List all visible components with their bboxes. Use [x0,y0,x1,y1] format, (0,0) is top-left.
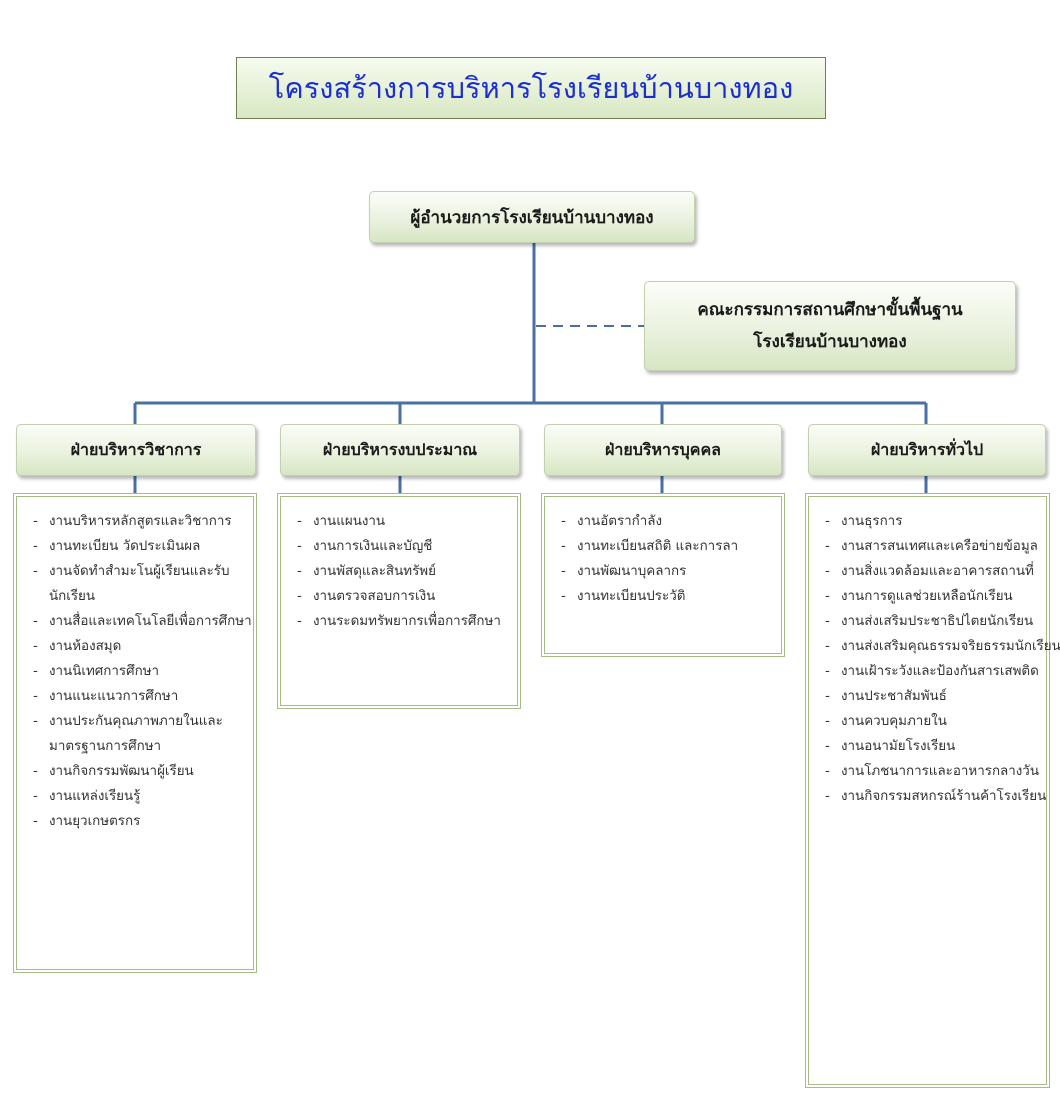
dept-general: ฝ่ายบริหารทั่วไป [808,424,1046,476]
task-item: งานห้องสมุด [33,634,253,659]
chart-title: โครงสร้างการบริหารโรงเรียนบ้านบางทอง [236,57,826,119]
task-item: งานโภชนาการและอาหารกลางวัน [825,759,1046,784]
task-item: งานสิ่งแวดล้อมและอาคารสถานที่ [825,559,1046,584]
task-item: งานประชาสัมพันธ์ [825,684,1046,709]
task-item: งานทะเบียนสถิติ และการลา [561,534,781,559]
task-item: งานธุรการ [825,509,1046,534]
task-item: งานกิจกรรมพัฒนาผู้เรียน [33,759,253,784]
dept-personnel: ฝ่ายบริหารบุคคล [544,424,782,476]
task-item: งานการดูแลช่วยเหลือนักเรียน [825,584,1046,609]
board-line-2: โรงเรียนบ้านบางทอง [753,332,907,352]
task-item: งานยุวเกษตรกร [33,809,253,834]
task-item: งานตรวจสอบการเงิน [297,584,517,609]
task-item: งานทะเบียน วัดประเมินผล [33,534,253,559]
task-item: งานอนามัยโรงเรียน [825,734,1046,759]
task-list-academic: งานบริหารหลักสูตรและวิชาการ งานทะเบียน ว… [13,493,257,973]
task-item: งานพัสดุและสินทรัพย์ [297,559,517,584]
board-node: คณะกรรมการสถานศึกษาขั้นพื้นฐาน โรงเรียนบ… [644,281,1016,371]
task-item: งานสารสนเทศและเครือข่ายข้อมูล [825,534,1046,559]
task-item: งานการเงินและบัญชี [297,534,517,559]
task-item: งานประกันคุณภาพภายในและมาตรฐานการศึกษา [33,709,253,759]
task-list-personnel: งานอัตรากำลัง งานทะเบียนสถิติ และการลา ง… [541,493,785,657]
task-list-general: งานธุรการ งานสารสนเทศและเครือข่ายข้อมูล … [805,493,1060,1088]
task-item: งานสื่อและเทคโนโลยีเพื่อการศึกษา [33,609,253,634]
task-item: งานแนะแนวการศึกษา [33,684,253,709]
task-item: งานนิเทศการศึกษา [33,659,253,684]
board-line-1: คณะกรรมการสถานศึกษาขั้นพื้นฐาน [697,300,963,320]
task-item: งานระดมทรัพยากรเพื่อการศึกษา [297,609,517,634]
task-item: งานพัฒนาบุคลากร [561,559,781,584]
task-item: งานแหล่งเรียนรู้ [33,784,253,809]
task-item: งานอัตรากำลัง [561,509,781,534]
dept-budget: ฝ่ายบริหารงบประมาณ [280,424,520,476]
task-item: งานแผนงาน [297,509,517,534]
task-list-budget: งานแผนงาน งานการเงินและบัญชี งานพัสดุและ… [277,493,521,709]
task-item: งานเฝ้าระวังและป้องกันสารเสพติด [825,659,1046,684]
task-item: งานบริหารหลักสูตรและวิชาการ [33,509,253,534]
task-item: งานส่งเสริมประชาธิปไตยนักเรียน [825,609,1046,634]
director-node: ผู้อำนวยการโรงเรียนบ้านบางทอง [369,191,695,243]
dept-academic: ฝ่ายบริหารวิชาการ [16,424,256,476]
task-item: งานกิจกรรมสหกรณ์ร้านค้าโรงเรียน [825,784,1046,809]
task-item: งานทะเบียนประวัติ [561,584,781,609]
task-item: งานควบคุมภายใน [825,709,1046,734]
task-item: งานส่งเสริมคุณธรรมจริยธรรมนักเรียน [825,634,1060,659]
task-item: งานจัดทำสำมะโนผู้เรียนและรับนักเรียน [33,559,253,609]
